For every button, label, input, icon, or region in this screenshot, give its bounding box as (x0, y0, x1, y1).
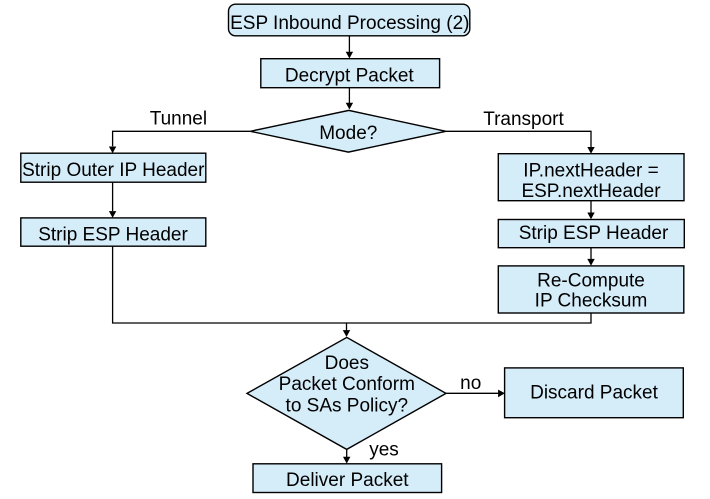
svg-text:Strip ESP Header: Strip ESP Header (38, 225, 188, 246)
svg-text:Strip Outer IP Header: Strip Outer IP Header (22, 160, 205, 181)
svg-text:Mode?: Mode? (319, 123, 377, 144)
svg-text:Deliver Packet: Deliver Packet (286, 470, 409, 491)
svg-text:Does: Does (325, 353, 369, 374)
svg-text:ESP.nextHeader: ESP.nextHeader (521, 181, 661, 202)
svg-text:IP Checksum: IP Checksum (535, 291, 648, 312)
svg-text:yes: yes (369, 439, 399, 460)
svg-text:Discard Packet: Discard Packet (530, 383, 658, 404)
svg-text:no: no (460, 373, 481, 394)
svg-text:to SAs Policy?: to SAs Policy? (286, 395, 409, 416)
svg-text:Decrypt Packet: Decrypt Packet (285, 66, 415, 87)
svg-text:Re-Compute: Re-Compute (537, 270, 645, 291)
svg-text:IP.nextHeader =: IP.nextHeader = (523, 161, 658, 182)
svg-text:ESP Inbound Processing (2): ESP Inbound Processing (2) (230, 13, 469, 34)
svg-text:Packet Conform: Packet Conform (279, 374, 415, 395)
svg-text:Strip ESP Header: Strip ESP Header (519, 223, 669, 244)
svg-text:Tunnel: Tunnel (150, 109, 207, 130)
svg-text:Transport: Transport (483, 109, 564, 130)
